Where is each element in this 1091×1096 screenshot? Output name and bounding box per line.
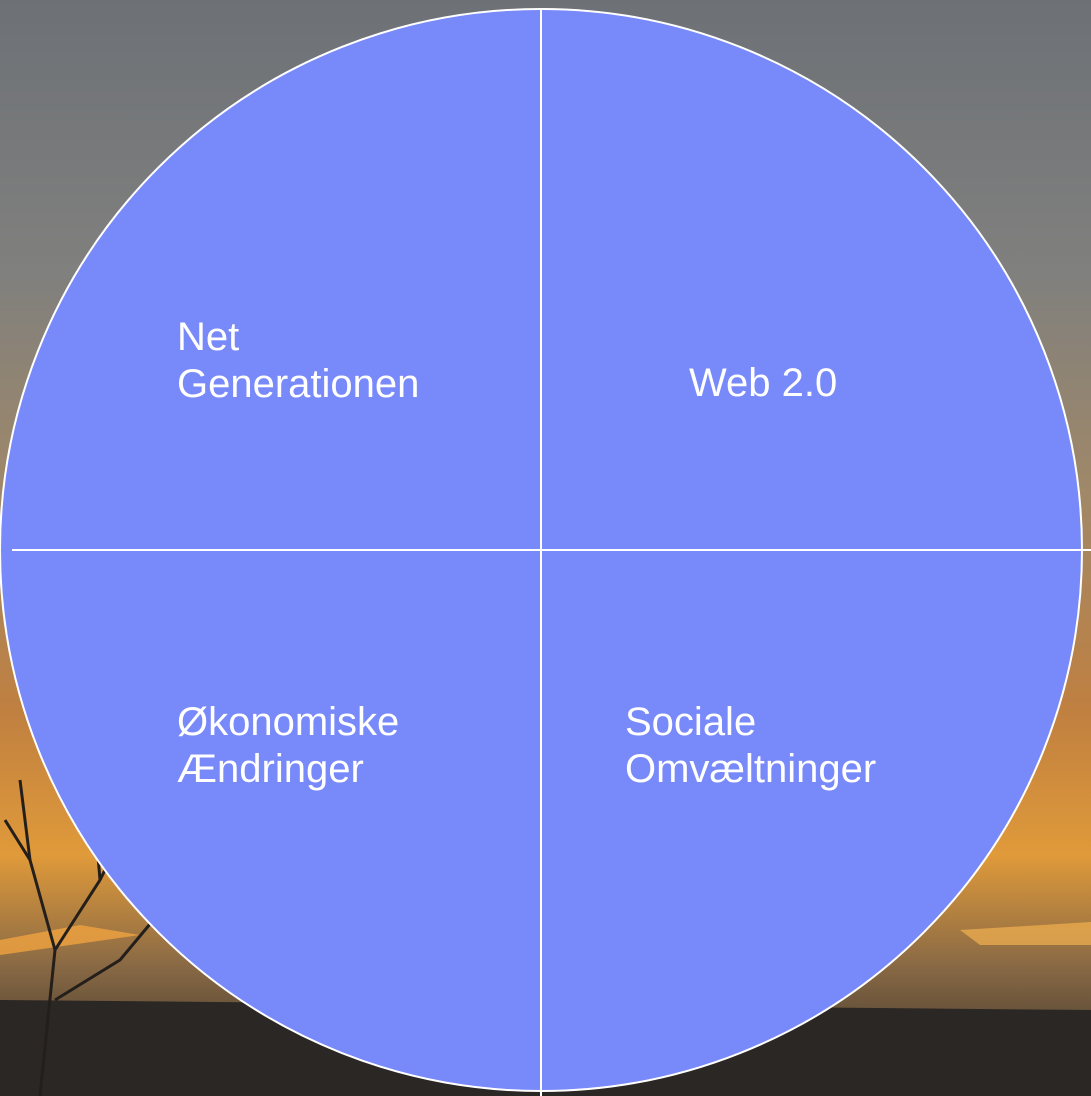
label-line: Økonomiske (177, 700, 400, 744)
cloud-streak (960, 922, 1091, 945)
label-line: Omvæltninger (625, 747, 877, 791)
quadrant-label-okonomiske-aendringer: Økonomiske Ændringer (177, 699, 399, 793)
quadrant-label-net-generationen: Net Generationen (177, 314, 419, 408)
label-line: Ændringer (177, 747, 364, 791)
cloud-streak (0, 925, 140, 955)
quadrant-label-sociale-omvaeltninger: Sociale Omvæltninger (625, 699, 876, 793)
label-line: Net (177, 315, 240, 359)
label-line: Web 2.0 (689, 361, 838, 405)
quadrant-label-web-2-0: Web 2.0 (689, 360, 837, 407)
label-line: Generationen (177, 362, 420, 406)
label-line: Sociale (625, 700, 757, 744)
